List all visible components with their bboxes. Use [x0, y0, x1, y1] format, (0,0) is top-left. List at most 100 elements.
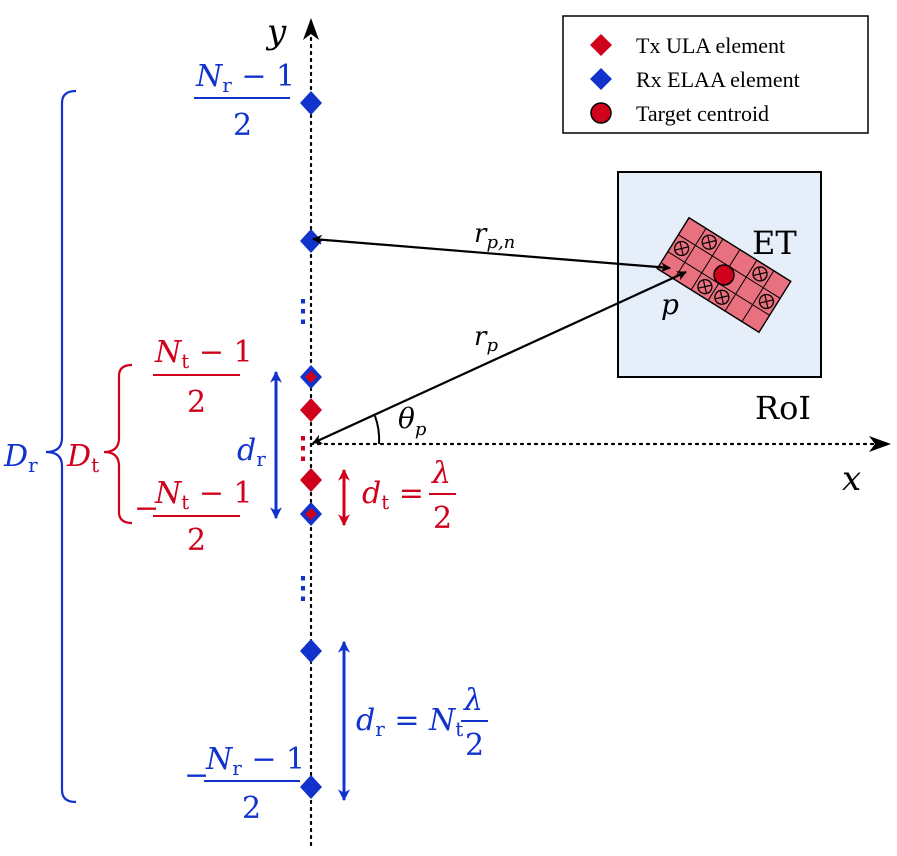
- distance-rp-arrow: [312, 271, 687, 444]
- minus-one: − 1: [242, 742, 305, 777]
- dr-brace: [45, 89, 77, 804]
- rx-element: [300, 91, 322, 115]
- theta-label: θp: [398, 402, 427, 440]
- aperture-tx-label: Dt: [66, 439, 99, 477]
- denominator: 2: [242, 791, 261, 826]
- roi-label: RoI: [755, 389, 811, 427]
- n-symbol: N: [195, 59, 224, 94]
- minus-one: − 1: [232, 59, 295, 94]
- denominator: 2: [465, 728, 484, 763]
- legend-box: [562, 15, 869, 134]
- y-axis-label: y: [265, 12, 287, 52]
- scatterer-icon: [697, 279, 713, 295]
- lambda-symbol: λ: [431, 456, 451, 491]
- r-subscript: r: [232, 756, 242, 780]
- legend: Tx ULA element Rx ELAA element Target ce…: [562, 15, 869, 134]
- r-subscript: r: [28, 453, 38, 477]
- x-axis-label: x: [842, 459, 861, 499]
- aperture-rx-label: Dr: [3, 439, 38, 477]
- p-subscript: p: [486, 335, 498, 356]
- grid-line: [673, 228, 707, 280]
- t-subscript: t: [455, 717, 463, 741]
- distance-rpn-arrow: [312, 234, 671, 273]
- rpn-label: rp,n: [474, 219, 515, 253]
- angle-arc: [374, 415, 381, 445]
- scatterer-icon: [714, 289, 730, 305]
- minus-one: − 1: [189, 476, 252, 511]
- t-subscript: t: [91, 453, 99, 477]
- grid-line: [690, 238, 724, 291]
- rx-vdots: ⋮: [288, 571, 318, 606]
- d-symbol: D: [3, 439, 28, 474]
- grid-line: [741, 270, 775, 322]
- lambda-symbol: λ: [463, 683, 483, 718]
- tx-vdots: ⋮: [288, 431, 318, 466]
- svg-text:Nt − 1: Nt − 1: [154, 476, 253, 514]
- scatterer-icon: [758, 293, 775, 310]
- pn-subscript: p,n: [486, 232, 515, 253]
- d-symbol: D: [66, 439, 91, 474]
- rx-top-index-label: Nr − 1 2: [194, 59, 295, 143]
- theta-symbol: θ: [398, 402, 415, 435]
- rp-label: rp: [474, 322, 498, 356]
- d-symbol: d: [362, 476, 381, 511]
- t-subscript: t: [181, 490, 189, 514]
- denominator: 2: [433, 501, 452, 536]
- r-subscript: r: [375, 717, 385, 741]
- tx-element: [305, 508, 317, 520]
- minus-sign: −: [134, 491, 159, 526]
- rx-element: [300, 229, 322, 253]
- n-symbol: N: [205, 742, 234, 777]
- rx-element: [300, 639, 322, 663]
- array-elements: ⋮ ⋮ ⋮: [288, 91, 322, 799]
- svg-text:dt =: dt =: [362, 476, 424, 514]
- scatterer-icon: [752, 266, 768, 282]
- tx-spacing-equation: dt = λ 2: [362, 456, 456, 536]
- equals: =: [385, 703, 429, 738]
- equals: =: [389, 476, 424, 511]
- svg-text:dr = Nt: dr = Nt: [356, 703, 463, 741]
- scatterer-icon: [701, 234, 717, 250]
- target-centroid: [713, 264, 735, 286]
- svg-text:Nr − 1: Nr − 1: [195, 59, 295, 97]
- p-subscript: p: [415, 419, 427, 440]
- axes: y x: [265, 12, 891, 847]
- legend-rx-label: Rx ELAA element: [636, 67, 800, 92]
- r-subscript: r: [222, 73, 232, 97]
- point-p-label: p: [661, 288, 679, 321]
- tx-element: [300, 398, 322, 422]
- legend-target-label: Target centroid: [636, 101, 769, 126]
- rx-element: [300, 775, 322, 799]
- rx-diamond-icon: [590, 68, 612, 90]
- grid-line: [724, 259, 758, 312]
- r-subscript: r: [256, 447, 266, 471]
- denominator: 2: [187, 385, 206, 420]
- target-circle-icon: [590, 102, 612, 124]
- n-symbol: N: [154, 335, 183, 370]
- rx-spacing-label: dr: [237, 433, 266, 471]
- r-symbol: r: [474, 219, 488, 249]
- x-axis-arrowhead: [869, 436, 891, 452]
- rx-vdots: ⋮: [288, 294, 318, 329]
- svg-text:Nr − 1: Nr − 1: [205, 742, 305, 780]
- t-subscript: t: [381, 490, 389, 514]
- rx-bottom-index-label: − Nr − 1 2: [184, 742, 305, 826]
- d-symbol: d: [356, 703, 375, 738]
- rx-spacing-equation: dr = Nt λ 2: [356, 683, 488, 763]
- r-symbol: r: [474, 322, 488, 352]
- minus-one: − 1: [189, 335, 252, 370]
- y-axis-arrowhead: [303, 18, 319, 40]
- tx-element: [300, 468, 322, 492]
- svg-text:Nt − 1: Nt − 1: [154, 335, 253, 373]
- n-symbol: N: [428, 703, 457, 738]
- minus-sign: −: [184, 758, 209, 793]
- scatterer-icon: [673, 240, 690, 257]
- legend-tx-label: Tx ULA element: [636, 33, 785, 58]
- denominator: 2: [187, 523, 206, 558]
- dt-brace: [103, 363, 133, 525]
- et-label: ET: [752, 224, 797, 262]
- t-subscript: t: [181, 349, 189, 373]
- tx-bottom-index-label: − Nt − 1 2: [134, 476, 253, 558]
- tx-top-index-label: Nt − 1 2: [153, 335, 253, 420]
